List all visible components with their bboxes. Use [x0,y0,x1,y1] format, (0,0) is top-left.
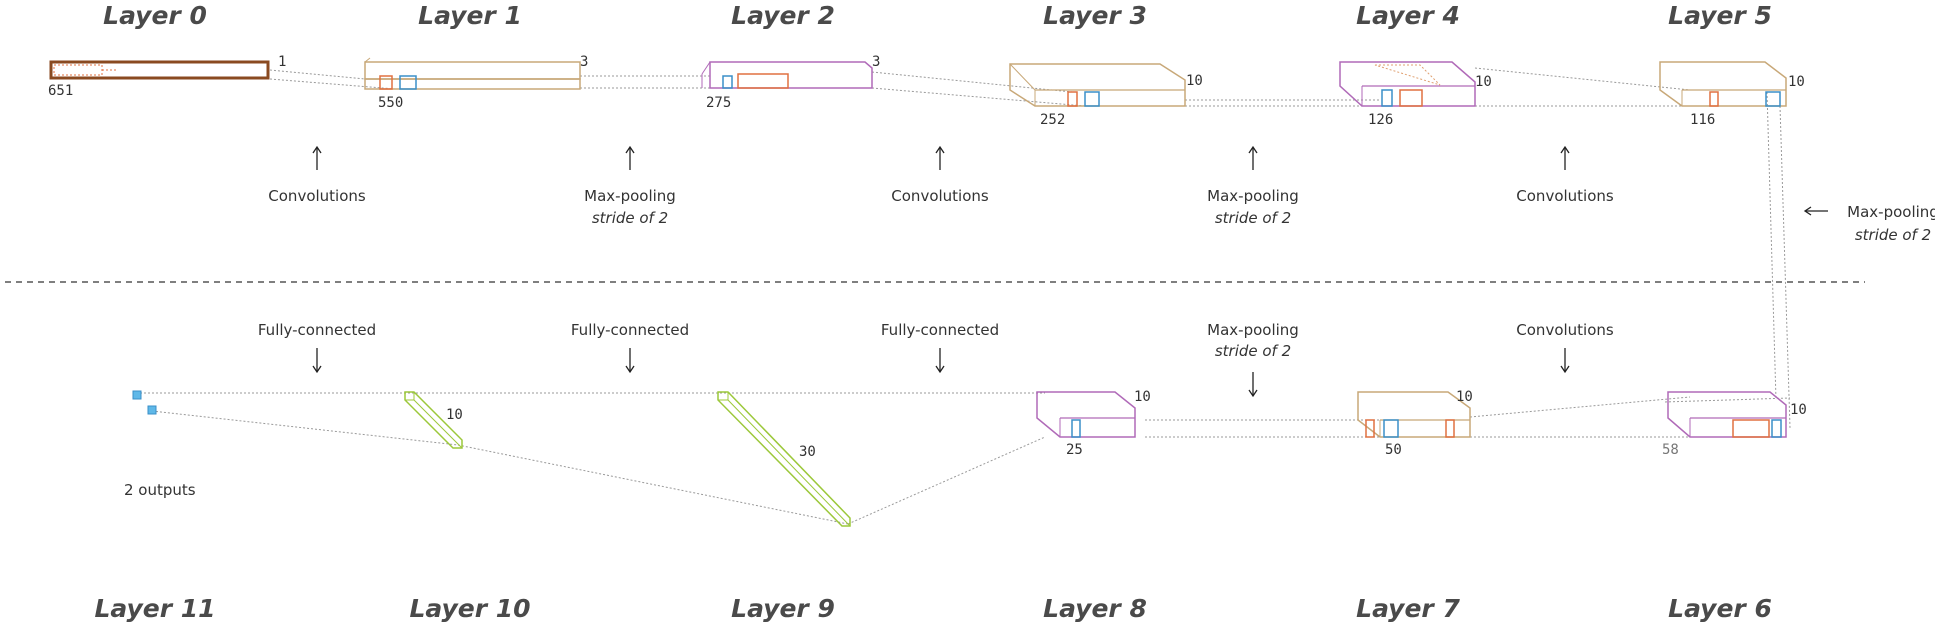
layer-5-block: 10 116 [1659,61,1805,128]
layer-5-length: 116 [1690,112,1715,128]
layer-2-title: Layer 2 [731,1,835,30]
layer-10-block: 10 [404,391,463,449]
layer-5-title: Layer 5 [1668,1,1772,30]
op-l8-l9-label: Fully-connected [881,321,999,339]
output-node-2 [147,405,157,415]
layer-8-title: Layer 8 [1043,594,1147,623]
layer-10-units: 10 [446,407,463,423]
layer-7-title: Layer 7 [1356,594,1460,623]
op-l1-l2-stride: stride of 2 [592,209,668,227]
layer-8-depth: 10 [1134,389,1151,405]
op-l7-l8-label: Max-pooling [1207,321,1299,339]
layer-9-units: 30 [799,444,816,460]
layer-3-length: 252 [1040,112,1065,128]
op-l0-l1-label: Convolutions [268,187,366,205]
layer-0-title: Layer 0 [103,1,207,30]
layer-1-depth: 3 [580,54,588,70]
op-l0-l1: Convolutions [268,145,366,205]
layer-1-block: 3 550 [364,54,588,111]
op-l5-l6: Max-pooling stride of 2 [1803,203,1935,244]
layer-6-block: 10 58 [1662,391,1807,458]
layer-3-title: Layer 3 [1043,1,1147,30]
layer-11-title: Layer 11 [94,594,215,623]
op-l7-l8: Max-pooling stride of 2 [1207,321,1299,398]
layer-2-depth: 3 [872,54,880,70]
op-l9-l10: Fully-connected [571,321,689,374]
layer-3-depth: 10 [1186,73,1203,89]
op-l3-l4: Max-pooling stride of 2 [1207,145,1299,227]
layer-6-depth: 10 [1790,402,1807,418]
op-l1-l2: Max-pooling stride of 2 [584,145,676,227]
layer-7-block: 10 50 [1357,389,1473,458]
layer-0-depth: 1 [278,54,286,70]
layer-7-depth: 10 [1456,389,1473,405]
layer-8-block: 10 25 [1036,389,1151,458]
layer-6-length: 58 [1662,442,1679,458]
op-l2-l3-label: Convolutions [891,187,989,205]
layer-10-title: Layer 10 [409,594,530,623]
op-l2-l3: Convolutions [891,145,989,205]
op-l7-l8-stride: stride of 2 [1215,342,1291,360]
layer-1-length: 550 [378,95,403,111]
op-l4-l5: Convolutions [1516,145,1614,205]
op-l3-l4-label: Max-pooling [1207,187,1299,205]
layer-4-title: Layer 4 [1356,1,1460,30]
layer-9-block: 30 [717,391,851,527]
op-l8-l9: Fully-connected [881,321,999,374]
op-l3-l4-stride: stride of 2 [1215,209,1291,227]
layer-6-title: Layer 6 [1668,594,1772,623]
op-l6-l7: Convolutions [1516,321,1614,374]
op-l5-l6-label: Max-pooling [1847,203,1935,221]
outputs-label: 2 outputs [124,481,196,499]
layer-2-length: 275 [706,95,731,111]
op-l5-l6-stride: stride of 2 [1855,226,1931,244]
op-l9-l10-label: Fully-connected [571,321,689,339]
layer-9-title: Layer 9 [731,594,835,623]
connections-bottom [140,392,1791,525]
layer-5-depth: 10 [1788,74,1805,90]
layer-11-outputs: 2 outputs [124,390,196,499]
layer-2-block: 3 275 [701,54,880,111]
layer-1-title: Layer 1 [418,1,522,30]
op-l10-l11-label: Fully-connected [258,321,376,339]
layer-0-length: 651 [48,83,73,99]
layer-7-length: 50 [1385,442,1402,458]
op-l10-l11: Fully-connected [258,321,376,374]
layer-4-block: 10 126 [1339,61,1492,128]
layer-4-length: 126 [1368,112,1393,128]
op-l6-l7-label: Convolutions [1516,321,1614,339]
layer-3-block: 10 252 [1009,63,1203,128]
op-l4-l5-label: Convolutions [1516,187,1614,205]
connections-top [269,67,1791,429]
layer-0-block: 1 651 [48,54,286,99]
layer-8-length: 25 [1066,442,1083,458]
layer-4-depth: 10 [1475,74,1492,90]
output-node-1 [132,390,142,400]
op-l1-l2-label: Max-pooling [584,187,676,205]
